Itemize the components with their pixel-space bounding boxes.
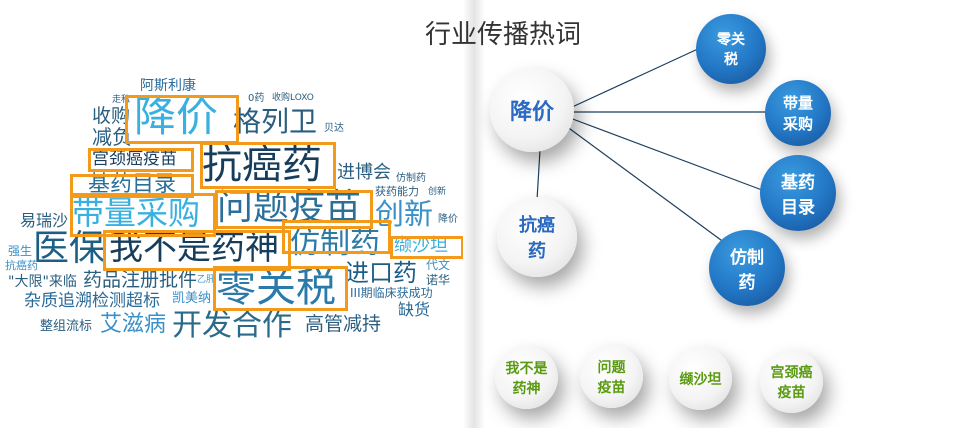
word: 代文 bbox=[426, 258, 451, 272]
highlight-box bbox=[88, 148, 194, 172]
word: 整组流标 bbox=[40, 319, 93, 334]
word: 收购 bbox=[92, 105, 131, 127]
bubble-linked: 带量采购 bbox=[765, 80, 831, 146]
word: 0药 bbox=[248, 93, 265, 104]
bubble-label: 基药目录 bbox=[781, 173, 815, 218]
word: 进博会 bbox=[337, 162, 391, 183]
bubble-label: 宫颈癌疫苗 bbox=[770, 364, 813, 401]
divider-shadow bbox=[463, 0, 485, 428]
word: 贝达 bbox=[324, 123, 344, 134]
word: 创新 bbox=[375, 197, 434, 231]
word: "大限"来临 bbox=[8, 274, 77, 290]
connector-line bbox=[569, 47, 701, 109]
connector-line bbox=[565, 125, 726, 244]
bubble-label: 问题疫苗 bbox=[597, 359, 626, 396]
highlight-box bbox=[103, 230, 291, 271]
word: 开发合作 bbox=[172, 308, 292, 343]
bubble-bottom: 宫颈癌疫苗 bbox=[760, 350, 823, 413]
bubble-label: 零关税 bbox=[717, 32, 745, 68]
highlight-box bbox=[215, 190, 373, 229]
word: 零关税 bbox=[216, 265, 336, 311]
highlight-box bbox=[70, 174, 194, 198]
word: 收购LOXO bbox=[272, 93, 314, 103]
bubble-linked: 基药目录 bbox=[760, 155, 836, 231]
word: 带量采购 bbox=[72, 194, 201, 232]
bubble-bottom: 缬沙坦 bbox=[669, 347, 732, 410]
word: 艾滋病 bbox=[100, 312, 167, 337]
highlight-box bbox=[213, 266, 348, 311]
word: 强生 bbox=[8, 244, 33, 258]
word: 抗癌药 bbox=[202, 142, 322, 188]
word: 乙肝 bbox=[197, 275, 216, 285]
bubble-center: 降价 bbox=[490, 68, 574, 152]
bubble-bottom: 我不是药神 bbox=[495, 346, 558, 409]
highlight-box bbox=[390, 236, 464, 259]
word: 进口药 bbox=[345, 259, 417, 287]
word: 抗癌药 bbox=[5, 259, 38, 272]
word: 缬沙坦 bbox=[394, 235, 448, 256]
bubble-bottom: 问题疫苗 bbox=[580, 345, 643, 408]
word: 减负 bbox=[92, 125, 132, 149]
word: 阿斯利康 bbox=[140, 78, 196, 94]
word: 诺华 bbox=[426, 273, 451, 287]
bubble-second: 抗癌药 bbox=[497, 197, 577, 277]
word: 仿制药 bbox=[396, 173, 426, 184]
word: 问题疫苗 bbox=[217, 187, 362, 228]
bubble-label: 仿制药 bbox=[730, 248, 764, 293]
highlight-box bbox=[125, 95, 239, 144]
bubble-linked: 零关税 bbox=[696, 14, 766, 84]
highlight-box bbox=[282, 220, 391, 254]
bubble-linked: 仿制药 bbox=[709, 230, 785, 306]
connector-line bbox=[536, 149, 541, 201]
bubble-label: 我不是药神 bbox=[505, 360, 548, 397]
bubble-label: 降价 bbox=[509, 100, 554, 125]
highlight-box bbox=[200, 142, 336, 189]
word: 降价 bbox=[134, 92, 219, 141]
bubble-label: 带量采购 bbox=[782, 94, 813, 133]
word: 易瑞沙 bbox=[20, 211, 69, 230]
diagram-title: 行业传播热词 bbox=[425, 20, 582, 50]
word: 药品注册批件 bbox=[83, 269, 198, 291]
word: 杂质追溯检测超标 bbox=[24, 291, 160, 311]
highlight-box bbox=[70, 193, 216, 237]
word: 走私 bbox=[112, 95, 131, 105]
word: 基药目录 bbox=[88, 172, 177, 197]
word: III期临床获成功 bbox=[350, 286, 433, 300]
word: 格列卫 bbox=[233, 105, 318, 138]
bubble-label: 抗癌药 bbox=[519, 215, 555, 262]
word: 缺货 bbox=[398, 300, 431, 319]
word: 创新 bbox=[428, 187, 447, 197]
word: 凯美纳 bbox=[172, 291, 212, 306]
word: 降价 bbox=[438, 214, 458, 225]
word: 获药能力 bbox=[375, 185, 419, 198]
word: 高管减持 bbox=[305, 313, 382, 335]
bubble-label: 缬沙坦 bbox=[679, 371, 722, 388]
word: 宫颈癌疫苗 bbox=[92, 149, 177, 169]
connector-line bbox=[569, 117, 763, 191]
